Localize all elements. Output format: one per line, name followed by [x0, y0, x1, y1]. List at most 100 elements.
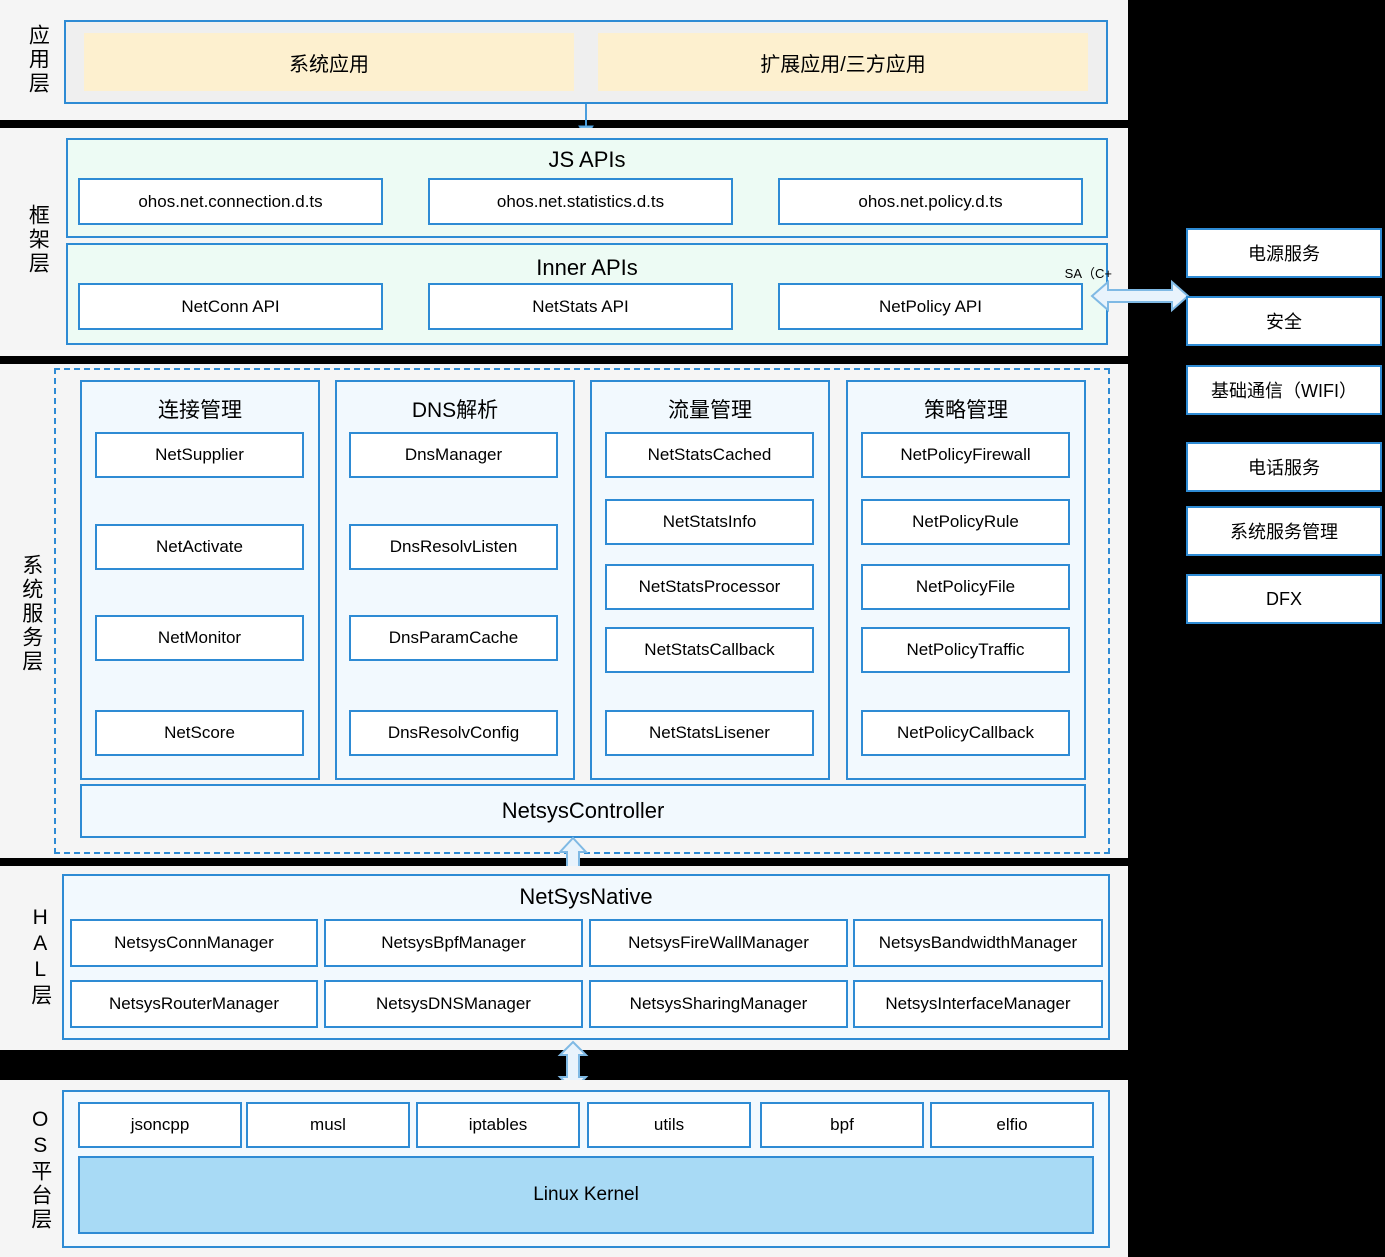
external-service-system-service-mgmt[interactable]: 系统服务管理 [1186, 506, 1382, 556]
inner-api-netstats[interactable]: NetStats API [428, 283, 733, 330]
os-lib-bpf[interactable]: bpf [760, 1102, 924, 1148]
service-netmonitor[interactable]: NetMonitor [95, 615, 304, 661]
os-layer-label: OS平台层 [20, 1100, 60, 1240]
hal-netsysdnsmanager-label: NetsysDNSManager [376, 994, 531, 1013]
service-netsupplier-label: NetSupplier [155, 445, 244, 464]
hal-netsysbandwidthmanager-label: NetsysBandwidthManager [878, 933, 1078, 952]
service-netstatsinfo-label: NetStatsInfo [662, 512, 757, 531]
service-netstatslisener-label: NetStatsLisener [649, 723, 770, 742]
os-lib-iptables[interactable]: iptables [416, 1102, 580, 1148]
linux-kernel[interactable]: Linux Kernel [78, 1156, 1094, 1234]
service-netpolicyrule[interactable]: NetPolicyRule [861, 499, 1070, 545]
hal-netsysroutermanager-label: NetsysRouterManager [108, 994, 280, 1013]
js-apis-title: JS APIs [548, 147, 626, 172]
os-lib-utils-label: utils [653, 1115, 685, 1134]
hal-netsysconnmanager[interactable]: NetsysConnManager [70, 919, 318, 967]
hal-netsyssharingmanager-label: NetsysSharingManager [629, 994, 808, 1013]
external-service-basic-comm[interactable]: 基础通信（WIFI） [1186, 365, 1382, 415]
external-service-power[interactable]: 电源服务 [1186, 228, 1382, 278]
os-lib-jsoncpp-label: jsoncpp [130, 1115, 190, 1134]
system-service-layer-label-text: 系统服务层 [19, 554, 43, 674]
os-lib-elfio[interactable]: elfio [930, 1102, 1094, 1148]
js-api-connection-label: ohos.net.connection.d.ts [138, 191, 323, 211]
external-service-telephony-label: 电话服务 [1248, 458, 1320, 478]
framework-layer-panel: 框架层 JS APIs ohos.net.connection.d.ts oho… [0, 128, 1128, 356]
app-item-extended-apps-label: 扩展应用/三方应用 [760, 53, 926, 76]
hal-netsysconnmanager-label: NetsysConnManager [114, 933, 274, 952]
application-layer-label: 应用层 [26, 24, 50, 96]
js-api-connection[interactable]: ohos.net.connection.d.ts [78, 178, 383, 225]
os-lib-bpf-label: bpf [830, 1115, 854, 1134]
hal-netsysroutermanager[interactable]: NetsysRouterManager [70, 980, 318, 1028]
service-dnsresolvlisten[interactable]: DnsResolvListen [349, 524, 558, 570]
inner-api-netpolicy-label: NetPolicy API [879, 296, 982, 316]
service-dnsparamcache[interactable]: DnsParamCache [349, 615, 558, 661]
os-lib-elfio-label: elfio [996, 1115, 1028, 1134]
system-service-layer-label: 系统服务层 [8, 539, 54, 689]
inner-apis-title: Inner APIs [536, 255, 638, 280]
hal-netsysbandwidthmanager[interactable]: NetsysBandwidthManager [853, 919, 1103, 967]
hal-netsysbpfmanager-label: NetsysBpfManager [381, 933, 526, 952]
js-api-policy-label: ohos.net.policy.d.ts [858, 191, 1003, 211]
hal-netsyssharingmanager[interactable]: NetsysSharingManager [589, 980, 848, 1028]
js-api-statistics[interactable]: ohos.net.statistics.d.ts [428, 178, 733, 225]
os-lib-jsoncpp[interactable]: jsoncpp [78, 1102, 242, 1148]
service-dnsparamcache-label: DnsParamCache [388, 628, 519, 647]
external-service-security-label: 安全 [1266, 312, 1302, 332]
sa-note: SA（C+ [1064, 266, 1112, 281]
external-service-system-service-mgmt-label: 系统服务管理 [1230, 522, 1338, 542]
service-netpolicycallback[interactable]: NetPolicyCallback [861, 710, 1070, 756]
os-layer-panel: OS平台层 jsoncpp musl iptables utils bpf el… [0, 1080, 1128, 1257]
service-netpolicyfile[interactable]: NetPolicyFile [861, 564, 1070, 610]
service-netpolicytraffic[interactable]: NetPolicyTraffic [861, 627, 1070, 673]
js-api-policy[interactable]: ohos.net.policy.d.ts [778, 178, 1083, 225]
app-item-extended-apps[interactable]: 扩展应用/三方应用 [598, 33, 1088, 91]
service-dnsmanager-label: DnsManager [404, 445, 503, 464]
external-service-dfx[interactable]: DFX [1186, 574, 1382, 624]
service-netstatsprocessor-label: NetStatsProcessor [638, 577, 781, 596]
netsys-controller-label: NetsysController [501, 798, 665, 823]
external-services-column: 电源服务 安全 基础通信（WIFI） 电话服务 系统服务管理 DFX [1186, 228, 1382, 628]
inner-api-netpolicy[interactable]: NetPolicy API [778, 283, 1083, 330]
hal-netsysbpfmanager[interactable]: NetsysBpfManager [324, 919, 583, 967]
external-service-dfx-label: DFX [1266, 588, 1302, 609]
service-netsupplier[interactable]: NetSupplier [95, 432, 304, 478]
inner-api-netstats-label: NetStats API [532, 296, 629, 316]
service-netpolicytraffic-label: NetPolicyTraffic [906, 640, 1025, 659]
external-service-power-label: 电源服务 [1248, 244, 1320, 264]
service-netstatsprocessor[interactable]: NetStatsProcessor [605, 564, 814, 610]
hal-netsysinterfacemanager-label: NetsysInterfaceManager [885, 994, 1071, 1013]
service-netpolicyfirewall-label: NetPolicyFirewall [900, 445, 1031, 464]
os-lib-utils[interactable]: utils [587, 1102, 751, 1148]
service-netstatscached[interactable]: NetStatsCached [605, 432, 814, 478]
os-lib-musl[interactable]: musl [246, 1102, 410, 1148]
service-netstatscached-label: NetStatsCached [647, 445, 772, 464]
service-netstatscallback[interactable]: NetStatsCallback [605, 627, 814, 673]
external-service-telephony[interactable]: 电话服务 [1186, 442, 1382, 492]
netsys-controller[interactable]: NetsysController [80, 784, 1086, 838]
group-traffic-management-title: 流量管理 [668, 399, 752, 422]
hal-netsysdnsmanager[interactable]: NetsysDNSManager [324, 980, 583, 1028]
service-netstatsinfo[interactable]: NetStatsInfo [605, 499, 814, 545]
service-netactivate-label: NetActivate [156, 537, 243, 556]
os-lib-musl-label: musl [310, 1115, 346, 1134]
service-netscore[interactable]: NetScore [95, 710, 304, 756]
app-item-system-apps[interactable]: 系统应用 [84, 33, 574, 91]
service-netstatslisener[interactable]: NetStatsLisener [605, 710, 814, 756]
service-dnsresolvconfig[interactable]: DnsResolvConfig [349, 710, 558, 756]
framework-layer-label: 框架层 [26, 204, 50, 276]
service-netactivate[interactable]: NetActivate [95, 524, 304, 570]
inner-api-netconn[interactable]: NetConn API [78, 283, 383, 330]
hal-layer-panel: HAL层 NetSysNative NetsysConnManager Nets… [0, 866, 1128, 1050]
js-api-statistics-label: ohos.net.statistics.d.ts [496, 191, 665, 211]
os-lib-iptables-label: iptables [468, 1115, 528, 1134]
hal-netsysfirewallmanager[interactable]: NetsysFireWallManager [589, 919, 848, 967]
service-dnsmanager[interactable]: DnsManager [349, 432, 558, 478]
inner-api-netconn-label: NetConn API [181, 296, 280, 316]
arrow-framework-to-services [1090, 279, 1190, 313]
external-service-security[interactable]: 安全 [1186, 296, 1382, 346]
system-service-layer-panel: 系统服务层 连接管理 NetSupplier NetActivate NetMo… [0, 364, 1128, 858]
hal-layer-label: HAL层 [20, 902, 60, 1012]
hal-netsysinterfacemanager[interactable]: NetsysInterfaceManager [853, 980, 1103, 1028]
service-netpolicyfirewall[interactable]: NetPolicyFirewall [861, 432, 1070, 478]
